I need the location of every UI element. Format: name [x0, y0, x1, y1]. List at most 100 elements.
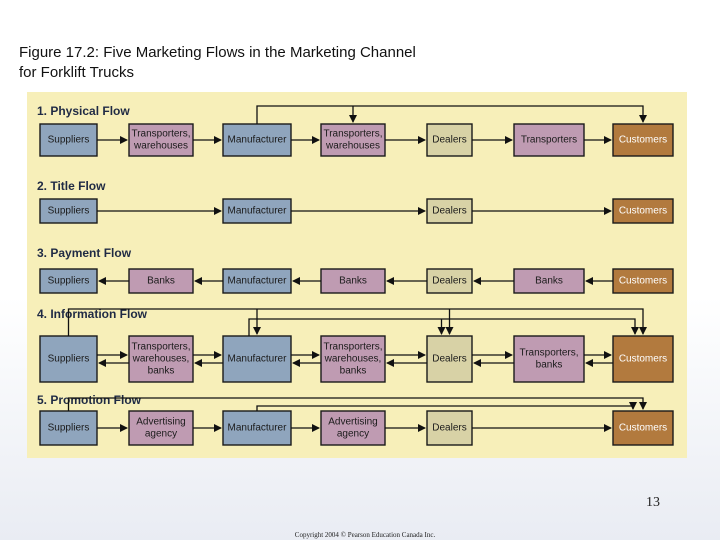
- flow3-customers-box: Customers: [612, 268, 674, 294]
- slide-title-line-2: for Forklift Trucks: [19, 64, 135, 81]
- box-shape: [320, 410, 386, 446]
- box-label: Suppliers: [48, 354, 90, 365]
- box-label: Banks: [147, 276, 175, 287]
- box-label: Dealers: [432, 276, 466, 287]
- box-label: Dealers: [432, 354, 466, 365]
- box-shape: [222, 335, 292, 383]
- flow3-dealers-box: Dealers: [426, 268, 473, 294]
- flow2-customers-box: Customers: [612, 198, 674, 224]
- box-shape: [612, 410, 674, 446]
- flow3-intermediary-box: Banks: [128, 268, 194, 294]
- box-label: Customers: [619, 276, 667, 287]
- flow2-manufacturer-box: Manufacturer: [222, 198, 292, 224]
- box-label: Banks: [339, 276, 367, 287]
- flow5-suppliers-box: Suppliers: [39, 410, 98, 446]
- box-label: Banks: [535, 276, 563, 287]
- flow-title-1: 1. Physical Flow: [37, 104, 130, 118]
- box-shape: [128, 268, 194, 294]
- flow-title-5: 5. Promotion Flow: [37, 393, 142, 407]
- flow5-customers-box: Customers: [612, 410, 674, 446]
- box-label: Manufacturer: [228, 276, 288, 287]
- flows-diagram-canvas: 1. Physical FlowSuppliersTransporters,wa…: [37, 104, 674, 446]
- box-label: banks: [340, 366, 367, 377]
- box-shape: [612, 123, 674, 157]
- box-shape: [426, 123, 473, 157]
- box-shape: [513, 335, 585, 383]
- box-shape: [612, 335, 674, 383]
- flow5-dealers-box: Dealers: [426, 410, 473, 446]
- box-label: Transporters,: [323, 342, 382, 353]
- box-label: warehouses: [325, 141, 380, 152]
- bypass-arrow: [67, 397, 647, 411]
- box-shape: [128, 410, 194, 446]
- box-label: Transporters,: [519, 348, 578, 359]
- flow1-customers-box: Customers: [612, 123, 674, 157]
- flow2-dealers-box: Dealers: [426, 198, 473, 224]
- box-label: Customers: [619, 206, 667, 217]
- box-label: warehouses: [133, 141, 188, 152]
- flow4-intermediary-box: Transporters,warehouses,banks: [128, 335, 194, 383]
- flow1-manufacturer-box: Manufacturer: [222, 123, 292, 157]
- box-label: Transporters,: [131, 129, 190, 140]
- box-label: agency: [337, 429, 369, 440]
- box-label: Dealers: [432, 135, 466, 146]
- box-label: Transporters,: [323, 129, 382, 140]
- box-shape: [128, 123, 194, 157]
- bypass-arrow: [256, 105, 647, 124]
- bypass-arrow: [256, 402, 637, 411]
- flow1-intermediary-box: Transporters: [513, 123, 585, 157]
- box-shape: [426, 335, 473, 383]
- box-shape: [513, 123, 585, 157]
- box-label: Customers: [619, 135, 667, 146]
- box-label: Suppliers: [48, 206, 90, 217]
- flow1-suppliers-box: Suppliers: [39, 123, 98, 157]
- bypass-arrow: [67, 308, 647, 336]
- box-label: Advertising: [136, 417, 185, 428]
- flow4-dealers-box: Dealers: [426, 335, 473, 383]
- box-shape: [222, 268, 292, 294]
- flow3-manufacturer-box: Manufacturer: [222, 268, 292, 294]
- flow1-dealers-box: Dealers: [426, 123, 473, 157]
- box-label: Transporters,: [131, 342, 190, 353]
- box-label: Manufacturer: [228, 423, 288, 434]
- flow4-customers-box: Customers: [612, 335, 674, 383]
- box-label: Advertising: [328, 417, 377, 428]
- box-shape: [222, 198, 292, 224]
- box-label: Suppliers: [48, 276, 90, 287]
- slide-title-line-1: Figure 17.2: Five Marketing Flows in the…: [19, 44, 416, 61]
- box-shape: [612, 198, 674, 224]
- box-label: Dealers: [432, 206, 466, 217]
- box-label: Manufacturer: [228, 206, 288, 217]
- box-label: banks: [148, 366, 175, 377]
- box-shape: [426, 410, 473, 446]
- page-number: 13: [646, 495, 660, 510]
- flow-title-2: 2. Title Flow: [37, 179, 106, 193]
- box-label: agency: [145, 429, 177, 440]
- flow4-manufacturer-box: Manufacturer: [222, 335, 292, 383]
- flow3-intermediary-box: Banks: [513, 268, 585, 294]
- box-label: Suppliers: [48, 135, 90, 146]
- flow-title-4: 4. Information Flow: [37, 307, 148, 321]
- box-label: Manufacturer: [228, 354, 288, 365]
- box-label: Suppliers: [48, 423, 90, 434]
- box-label: warehouses,: [132, 354, 190, 365]
- slide-title: Figure 17.2: Five Marketing Flows in the…: [19, 43, 539, 83]
- box-shape: [426, 198, 473, 224]
- box-shape: [39, 123, 98, 157]
- box-label: warehouses,: [324, 354, 382, 365]
- flow3-suppliers-box: Suppliers: [39, 268, 98, 294]
- box-label: Dealers: [432, 423, 466, 434]
- copyright-notice: Copyright 2004 © Pearson Education Canad…: [294, 531, 436, 539]
- flow4-intermediary-box: Transporters,banks: [513, 335, 585, 383]
- flow4-intermediary-box: Transporters,warehouses,banks: [320, 335, 386, 383]
- flow3-intermediary-box: Banks: [320, 268, 386, 294]
- flow1-intermediary-box: Transporters,warehouses: [128, 123, 194, 157]
- box-label: banks: [536, 360, 563, 371]
- box-label: Customers: [619, 354, 667, 365]
- box-shape: [39, 198, 98, 224]
- flow-title-3: 3. Payment Flow: [37, 246, 132, 260]
- box-label: Transporters: [521, 135, 577, 146]
